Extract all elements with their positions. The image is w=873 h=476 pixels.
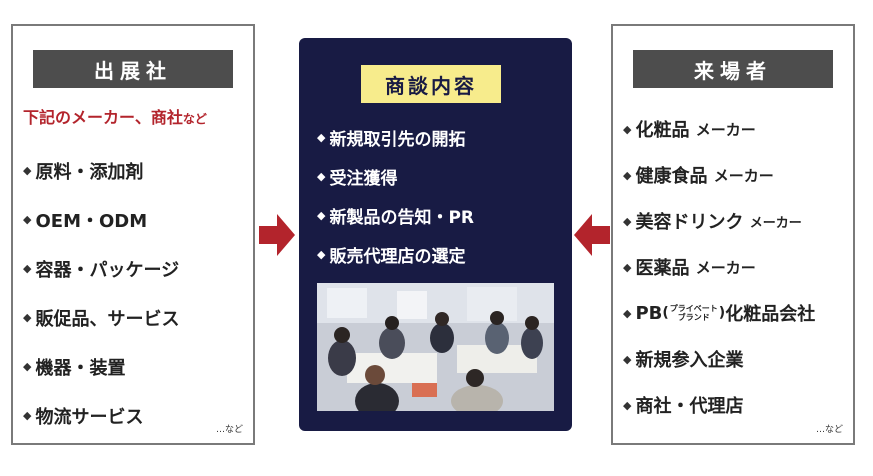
list-item: ◆新規参入企業 — [623, 336, 815, 382]
maker-label: メーカー — [713, 166, 774, 185]
list-item-label: 化粧品 — [635, 120, 690, 141]
list-item: ◆医薬品 メーカー — [623, 244, 815, 290]
visitors-list: ◆化粧品 メーカー ◆健康食品 メーカー ◆美容ドリンク メーカー ◆医薬品 メ… — [623, 106, 815, 428]
list-item: ◆販売代理店の選定 — [317, 235, 474, 274]
list-item: ◆化粧品 メーカー — [623, 106, 815, 152]
list-item: ◆健康食品 メーカー — [623, 152, 815, 198]
list-item: ◆受注獲得 — [317, 157, 474, 196]
diamond-icon: ◆ — [23, 409, 32, 422]
visitors-etc: …など — [815, 425, 843, 435]
exhibitors-etc: …など — [215, 425, 243, 435]
list-item-label: 機器・装置 — [35, 357, 126, 379]
list-item-label: 容器・パッケージ — [35, 259, 180, 281]
pb-ruby-bottom: ブランド — [677, 313, 710, 322]
diamond-icon: ◆ — [623, 122, 632, 136]
diamond-icon: ◆ — [23, 213, 32, 226]
diamond-icon: ◆ — [23, 360, 32, 373]
exhibitors-subtitle: 下記のメーカー、商社など — [23, 104, 207, 128]
list-item-label: 販売代理店の選定 — [329, 247, 466, 267]
business-meeting-photo — [317, 283, 554, 411]
list-item-label: 物流サービス — [35, 406, 144, 428]
list-item-label: 商社・代理店 — [635, 396, 744, 417]
list-item-label: 新規取引先の開拓 — [329, 130, 466, 150]
exhibitors-list: ◆原料・添加剤 ◆OEM・ODM ◆容器・パッケージ ◆販促品、サービス ◆機器… — [23, 146, 179, 440]
list-item: ◆新規取引先の開拓 — [317, 118, 474, 157]
list-item-label: 新規参入企業 — [635, 350, 744, 371]
meeting-list: ◆新規取引先の開拓 ◆受注獲得 ◆新製品の告知・PR ◆販売代理店の選定 — [317, 118, 474, 274]
bracket-close: ) — [718, 305, 726, 321]
maker-label: メーカー — [695, 258, 756, 277]
exhibitors-subtitle-suffix: など — [182, 112, 207, 126]
arrow-right-icon — [259, 214, 295, 256]
diamond-icon: ◆ — [23, 262, 32, 275]
meeting-title: 商談内容 — [361, 65, 501, 103]
diamond-icon: ◆ — [317, 131, 326, 144]
list-item: ◆PB(プライベートブランド)化粧品会社 — [623, 290, 815, 336]
list-item-label: 原料・添加剤 — [35, 161, 144, 183]
list-item: ◆OEM・ODM — [23, 195, 179, 244]
list-item: ◆美容ドリンク メーカー — [623, 198, 815, 244]
diamond-icon: ◆ — [317, 248, 326, 261]
visitors-panel: 来場者 ◆化粧品 メーカー ◆健康食品 メーカー ◆美容ドリンク メーカー ◆医… — [611, 24, 855, 445]
list-item-label: 新製品の告知・PR — [329, 208, 475, 228]
list-item: ◆新製品の告知・PR — [317, 196, 474, 235]
list-item-label: 化粧品会社 — [725, 304, 816, 325]
list-item-label: 受注獲得 — [329, 169, 398, 189]
list-item-label: 健康食品 — [635, 166, 708, 187]
exhibitors-subtitle-main: 下記のメーカー、商社 — [23, 108, 183, 127]
list-item-label: 医薬品 — [635, 258, 690, 279]
maker-label: メーカー — [695, 120, 756, 139]
visitors-title: 来場者 — [633, 50, 833, 88]
diamond-icon: ◆ — [623, 352, 632, 366]
diamond-icon: ◆ — [317, 209, 326, 222]
list-item: ◆販促品、サービス — [23, 293, 179, 342]
meeting-panel: 商談内容 ◆新規取引先の開拓 ◆受注獲得 ◆新製品の告知・PR ◆販売代理店の選… — [299, 38, 572, 431]
diamond-icon: ◆ — [623, 398, 632, 412]
pb-ruby-top: プライベート — [669, 304, 718, 313]
list-item: ◆商社・代理店 — [623, 382, 815, 428]
list-item: ◆原料・添加剤 — [23, 146, 179, 195]
list-item-label: 販促品、サービス — [35, 308, 180, 330]
diamond-icon: ◆ — [23, 164, 32, 177]
list-item: ◆機器・装置 — [23, 342, 179, 391]
list-item: ◆物流サービス — [23, 391, 179, 440]
list-item-label: 美容ドリンク — [635, 212, 744, 233]
list-item-label: PB — [635, 302, 663, 324]
exhibitors-panel: 出展社 下記のメーカー、商社など ◆原料・添加剤 ◆OEM・ODM ◆容器・パッ… — [11, 24, 255, 445]
diamond-icon: ◆ — [23, 311, 32, 324]
diamond-icon: ◆ — [623, 306, 632, 320]
arrow-left-icon — [574, 214, 610, 256]
diamond-icon: ◆ — [317, 170, 326, 183]
diamond-icon: ◆ — [623, 260, 632, 274]
pb-ruby: プライベートブランド — [670, 304, 718, 322]
bracket-open: ( — [662, 305, 669, 321]
list-item-label: OEM・ODM — [35, 210, 148, 232]
diamond-icon: ◆ — [623, 214, 632, 228]
diamond-icon: ◆ — [623, 168, 632, 182]
exhibitors-title: 出展社 — [33, 50, 233, 88]
list-item: ◆容器・パッケージ — [23, 244, 179, 293]
maker-label: メーカー — [749, 215, 802, 231]
